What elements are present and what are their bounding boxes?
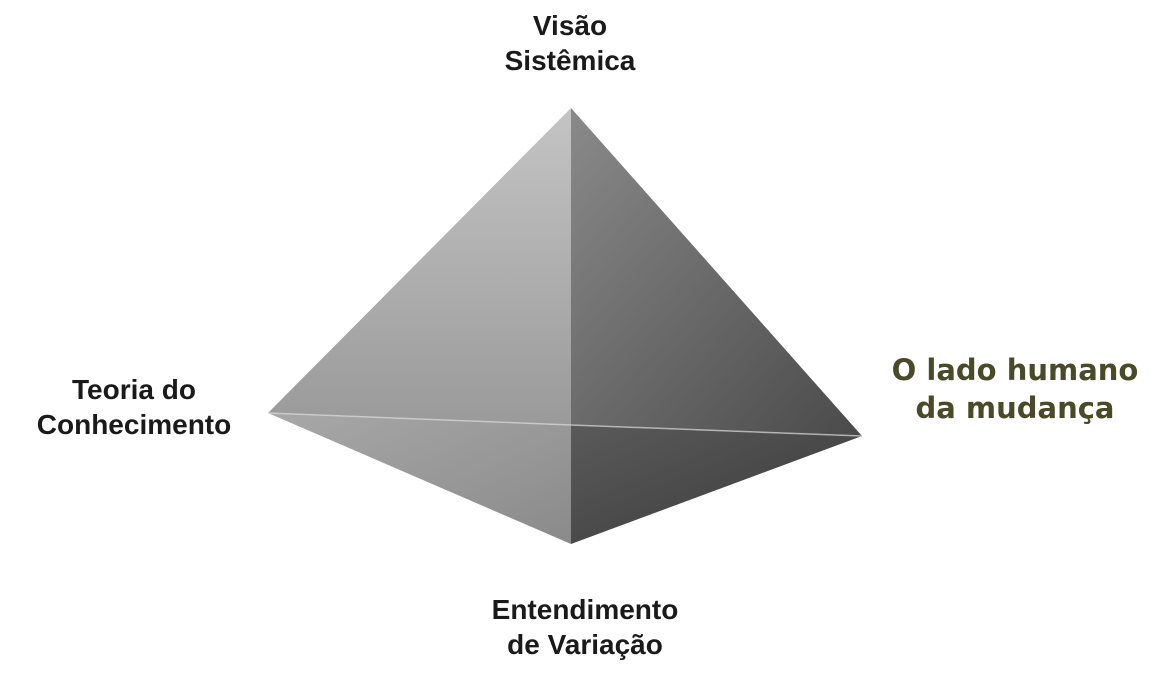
- label-teoria-line1: Teoria do: [72, 374, 196, 405]
- label-entendimento-line2: de Variação: [507, 629, 663, 660]
- label-entendimento-de-variacao: Entendimento de Variação: [450, 592, 720, 662]
- label-visao-sistemica-line2: Sistêmica: [504, 45, 636, 76]
- pyramid-middle-edge: [267, 412, 863, 437]
- pyramid-left-face-lower: [268, 413, 571, 544]
- pyramid-right-face-upper: [571, 108, 862, 436]
- label-entendimento-line1: Entendimento: [491, 594, 679, 625]
- label-lado-humano-line1: O lado humano: [891, 353, 1139, 387]
- label-teoria-line2: Conhecimento: [36, 409, 232, 440]
- label-visao-sistemica: Visão Sistêmica: [450, 8, 690, 78]
- pyramid-left-face-upper: [268, 108, 571, 425]
- pyramid-right-face-lower: [571, 425, 862, 544]
- label-lado-humano-da-mudanca: O lado humano da mudança: [880, 352, 1150, 427]
- label-teoria-do-conhecimento: Teoria do Conhecimento: [8, 372, 260, 442]
- label-lado-humano-line2: da mudança: [915, 390, 1115, 425]
- label-visao-sistemica-line1: Visão: [532, 10, 608, 41]
